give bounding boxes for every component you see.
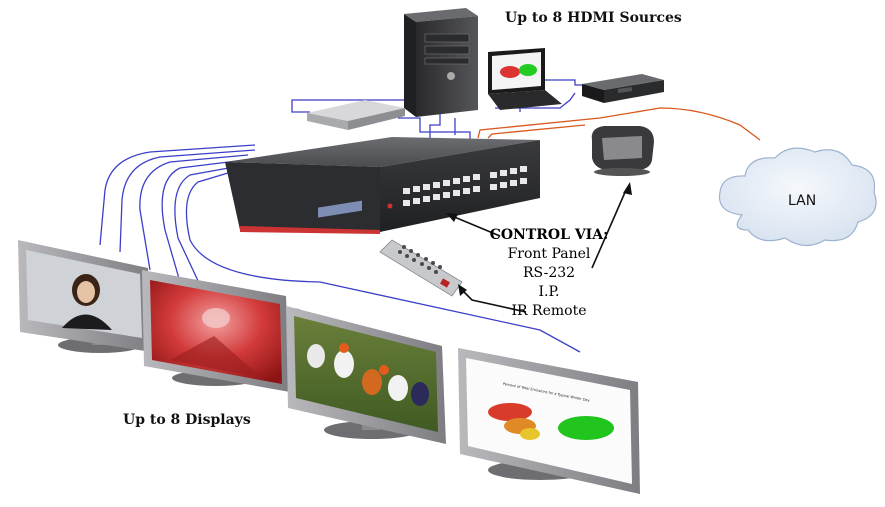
control-methods-block: CONTROL VIA: Front Panel RS-232 I.P. IR …	[484, 226, 614, 321]
media-player	[582, 74, 664, 103]
display-4	[458, 348, 640, 494]
arrow-head-ir-remote	[458, 284, 467, 296]
pc-tower	[404, 8, 478, 117]
control-method-ip: I.P.	[538, 284, 560, 300]
display-2	[142, 270, 290, 392]
control-method-rs232: RS-232	[522, 265, 576, 281]
touch-panel	[591, 126, 654, 176]
displays-label: Up to 8 Displays	[123, 412, 251, 428]
hdmi-cables	[99, 79, 590, 353]
ir-remote	[379, 239, 463, 297]
ip-cables	[477, 107, 761, 141]
control-method-ir-remote: IR Remote	[511, 303, 587, 319]
control-method-front-panel: Front Panel	[507, 246, 591, 262]
silver-source-box	[307, 100, 405, 130]
arrow-head-touch-panel	[623, 182, 632, 195]
control-title: CONTROL VIA:	[489, 227, 609, 243]
control-arrows	[451, 189, 627, 313]
display-3	[286, 306, 446, 444]
laptop	[488, 48, 562, 110]
hdmi-matrix-switcher	[225, 137, 540, 234]
lan-label: LAN	[788, 193, 817, 209]
sources-label: Up to 8 HDMI Sources	[505, 10, 682, 26]
display-1	[18, 240, 152, 353]
lan-cloud	[718, 147, 877, 247]
arrow-head-front-panel	[446, 213, 458, 222]
